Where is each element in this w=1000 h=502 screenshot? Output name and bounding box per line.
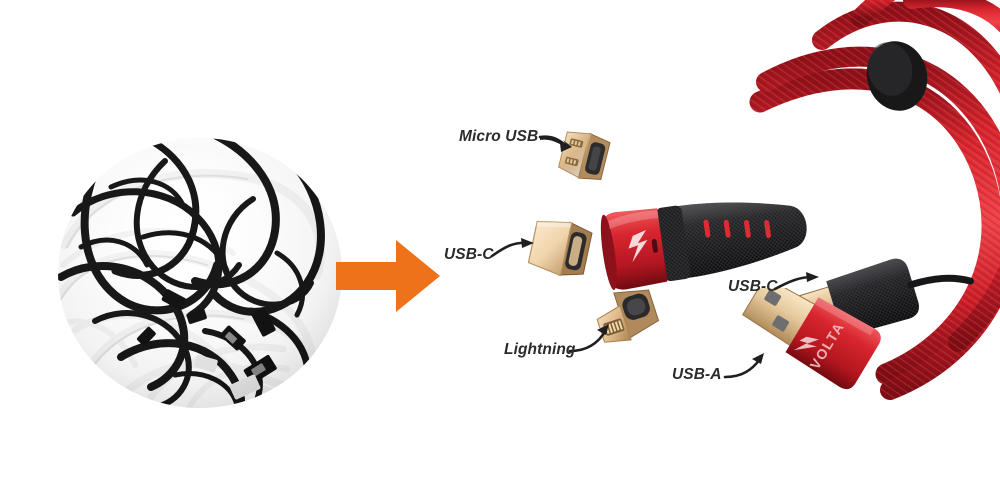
orange-right-arrow [336, 240, 440, 312]
red-braided-cable [560, 0, 1000, 400]
label-micro-usb: Micro USB [459, 128, 539, 145]
label-lightning-tip: Lightning [504, 341, 576, 358]
usb-c-magnetic-tip [524, 213, 598, 285]
tangled-cables-pile [55, 125, 345, 415]
label-usb-c-plug: USB-C [728, 278, 778, 295]
lightning-magnetic-tip [593, 283, 669, 357]
label-usb-c-tip: USB-C [444, 246, 494, 263]
usb-a-adapter-plug: VOLTA [730, 288, 910, 418]
magnetic-connector-head [598, 178, 868, 298]
micro-usb-magnetic-tip [552, 123, 618, 189]
cable-tie-strap [866, 41, 928, 111]
label-usb-a-plug: USB-A [672, 366, 722, 383]
